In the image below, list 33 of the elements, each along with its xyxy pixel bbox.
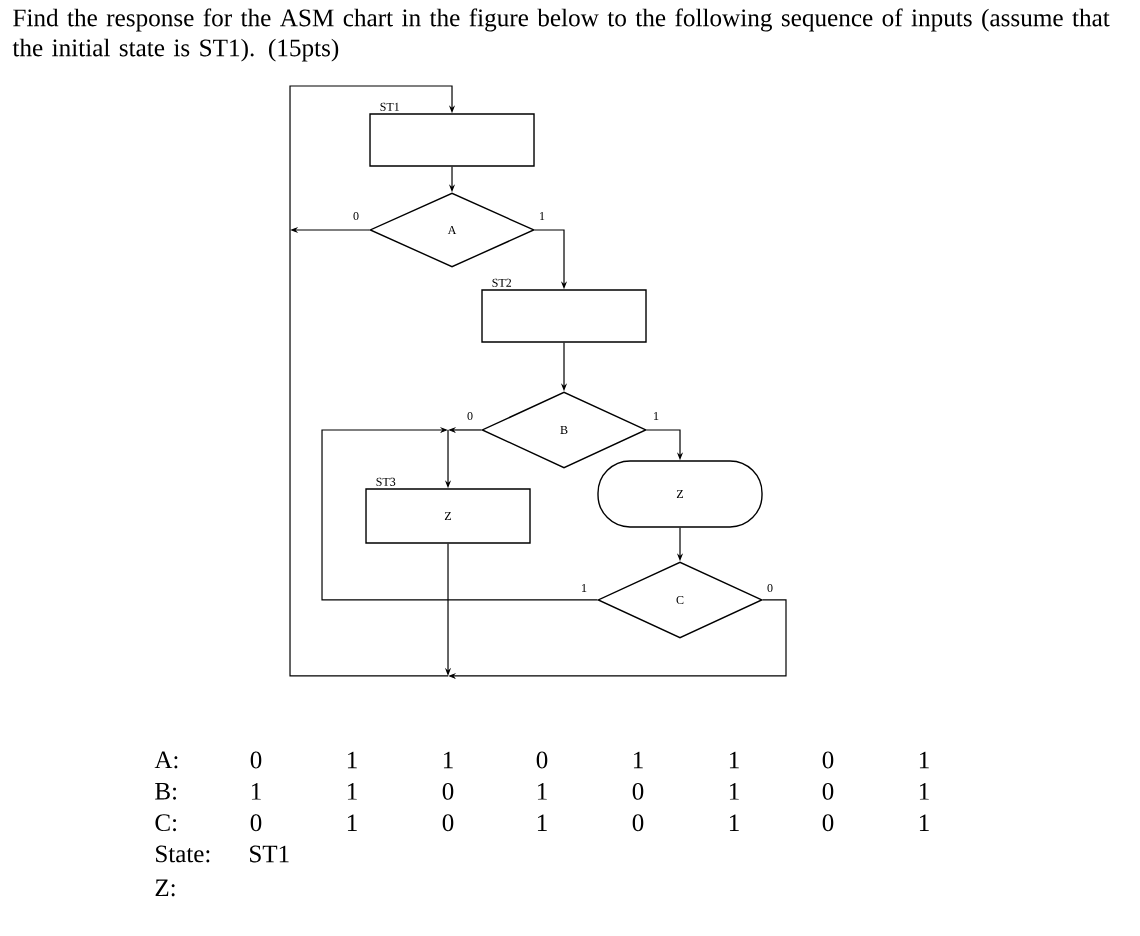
row-label: Z: bbox=[155, 879, 175, 897]
arrow bbox=[321, 426, 598, 601]
question-text: Find the response for the ASM chart in the figure below to the following sequence of inputs (assume that the initial state is ST1). (15pts) bbox=[12, 8, 1110, 62]
table-value: 1 bbox=[633, 751, 643, 769]
table-value: 0 bbox=[822, 782, 834, 800]
table-value: 1 bbox=[919, 783, 929, 800]
table-value: 1 bbox=[347, 751, 357, 769]
table-value: 0 bbox=[632, 814, 644, 832]
table-value: 1 bbox=[537, 783, 547, 800]
table-value: 1 bbox=[251, 783, 261, 800]
row-label: B: bbox=[155, 783, 176, 800]
table-value: 0 bbox=[822, 751, 834, 769]
row-label: A: bbox=[154, 751, 178, 769]
row-label: State: bbox=[156, 845, 210, 863]
table-value: 0 bbox=[536, 751, 548, 769]
table-value: 1 bbox=[729, 783, 739, 800]
arrow bbox=[289, 85, 456, 677]
table-value: 1 bbox=[729, 814, 739, 831]
table-value: 1 bbox=[443, 751, 453, 769]
table-value: 1 bbox=[347, 783, 357, 800]
table-value: 0 bbox=[822, 814, 834, 832]
table-value: 1 bbox=[919, 814, 929, 831]
row-label: C: bbox=[155, 814, 176, 832]
table-value: 1 bbox=[537, 814, 547, 831]
table-value: 1 bbox=[919, 751, 929, 769]
table-value: 0 bbox=[442, 782, 454, 800]
table-value: 0 bbox=[632, 782, 644, 800]
table-value: 0 bbox=[250, 814, 262, 832]
table-value: 1 bbox=[729, 751, 739, 769]
table-value: 0 bbox=[250, 751, 262, 769]
table-value: 1 bbox=[347, 814, 357, 831]
table-value: 0 bbox=[442, 814, 454, 832]
table-value: ST1 bbox=[250, 845, 289, 863]
